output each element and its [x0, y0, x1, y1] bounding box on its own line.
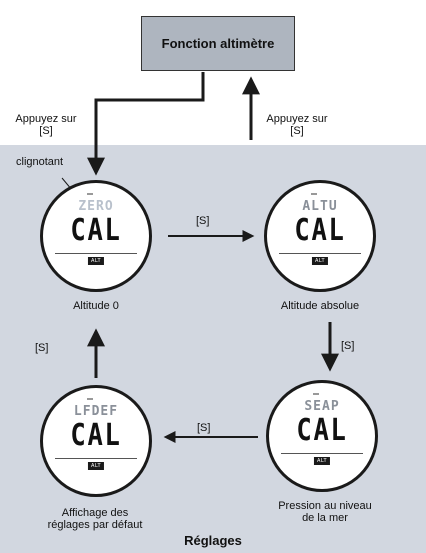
caption-defa: Affichage des réglages par défaut [47, 507, 143, 531]
s-label-left: [S] [35, 342, 49, 354]
indicator-mark [311, 193, 317, 195]
segment-main-text: CAL [294, 213, 346, 248]
press-label-right: Appuyez sur [S] [266, 113, 328, 137]
caption-zero: Altitude 0 [73, 300, 119, 312]
blinking-label: clignotant [16, 156, 64, 168]
function-box-label: Fonction altimètre [161, 36, 275, 51]
display-divider [55, 253, 137, 254]
display-divider [279, 253, 361, 254]
segment-top-text: ALTU [302, 199, 338, 214]
segment-top-text: LFDEF [73, 404, 119, 419]
indicator-mark [87, 398, 93, 400]
watch-altu: ALTU CAL ALT [264, 180, 376, 292]
segment-main-text: CAL [296, 413, 348, 448]
caption-altu: Altitude absolue [280, 300, 360, 312]
caption-seap: Pression au niveau de la mer [278, 500, 372, 524]
indicator-mark [87, 193, 93, 195]
segment-main-text: CAL [70, 418, 122, 453]
indicator-mark [313, 393, 319, 395]
press-label-left: Appuyez sur [S] [15, 113, 77, 137]
unit-tag: ALT [311, 257, 329, 265]
watch-seap: SEAP CAL ALT [266, 380, 378, 492]
panel-title: Réglages [184, 533, 242, 548]
segment-top-text: ZERO [78, 199, 114, 214]
segment-top-text: SEAP [304, 399, 340, 414]
display-divider [281, 453, 363, 454]
unit-tag: ALT [87, 462, 105, 470]
s-label-right: [S] [341, 340, 355, 352]
unit-tag: ALT [313, 457, 331, 465]
watch-defa: LFDEF CAL ALT [40, 385, 152, 497]
arrow-box-to-zero [87, 72, 205, 176]
s-label-bottom: [S] [197, 422, 211, 434]
function-box: Fonction altimètre [141, 16, 295, 71]
s-label-top: [S] [196, 215, 210, 227]
display-divider [55, 458, 137, 459]
watch-zero: ZERO CAL ALT [40, 180, 152, 292]
unit-tag: ALT [87, 257, 105, 265]
segment-main-text: CAL [70, 213, 122, 248]
